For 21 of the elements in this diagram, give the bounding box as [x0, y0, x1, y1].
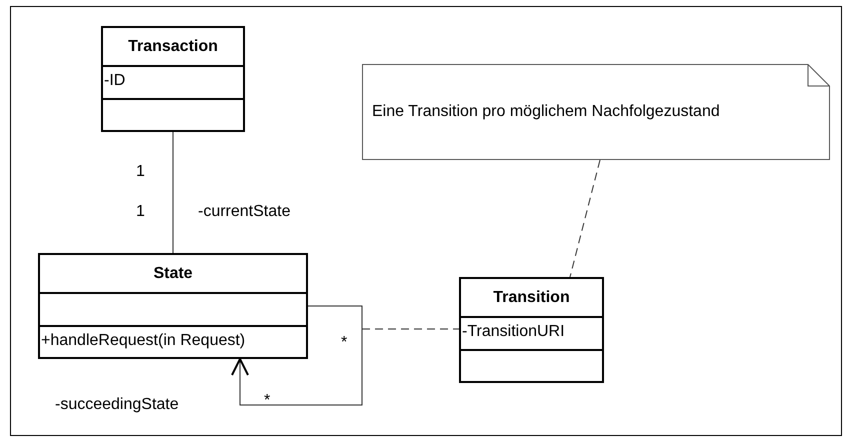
class-name: State	[153, 264, 193, 284]
class-name: Transition	[493, 288, 570, 308]
association-line	[172, 132, 174, 254]
role-label: -succeedingState	[55, 395, 179, 415]
dashed-connector	[362, 328, 460, 330]
note-text: Eine Transition pro möglichem Nachfolgezustand	[372, 102, 720, 122]
dashed-connector	[570, 160, 600, 278]
class-name: Transaction	[128, 36, 218, 57]
class-box	[38, 253, 308, 359]
attribute-text: -TransitionURI	[462, 323, 565, 340]
role-label: -currentState	[198, 202, 290, 222]
class-box	[459, 277, 604, 383]
attribute-text: -ID	[104, 72, 126, 90]
multiplicity-label: *	[341, 333, 348, 353]
multiplicity-label: 1	[136, 162, 145, 182]
note-box	[362, 64, 830, 160]
operation-text: +handleRequest(in Request)	[41, 332, 246, 349]
class-box	[101, 26, 245, 132]
multiplicity-label: *	[264, 391, 270, 411]
association-arrow	[231, 306, 362, 406]
multiplicity-label: 1	[136, 202, 145, 222]
